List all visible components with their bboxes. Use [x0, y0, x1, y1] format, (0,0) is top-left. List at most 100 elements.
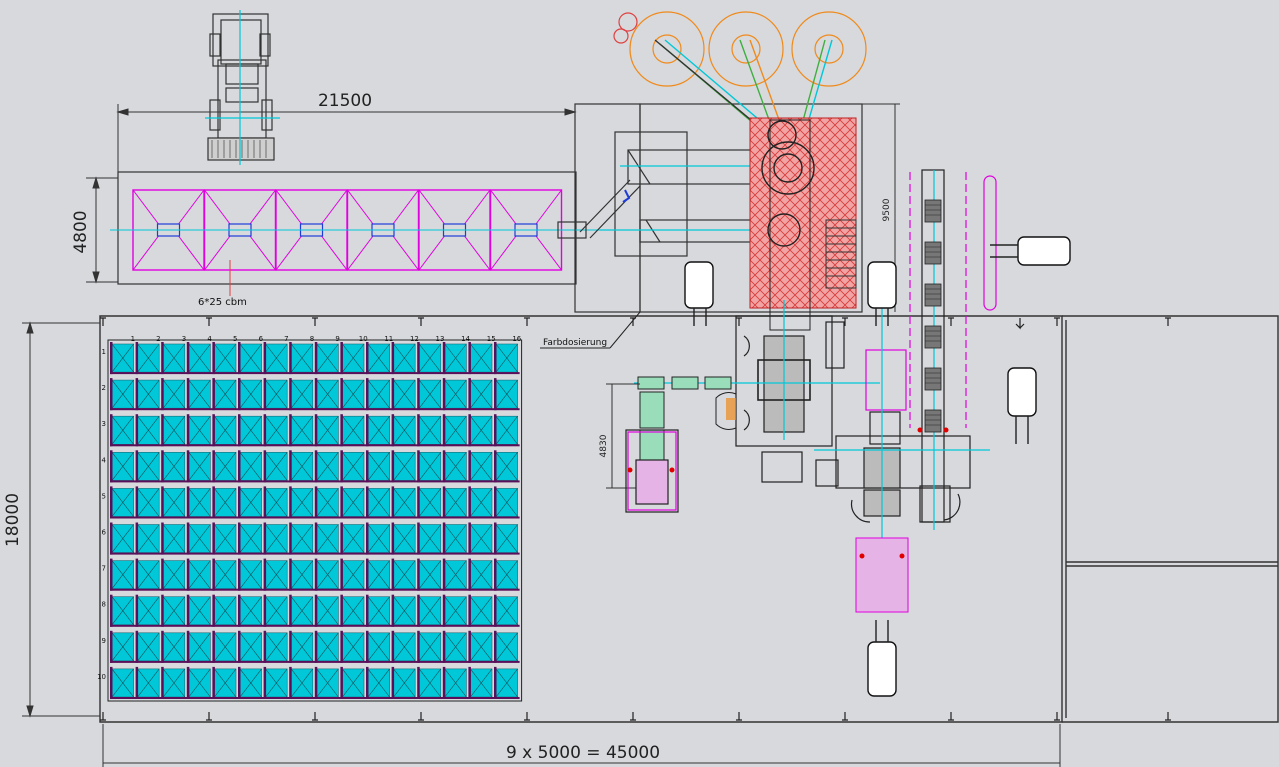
rack-cell — [442, 522, 467, 555]
rack-cell — [442, 666, 467, 699]
column-marker — [312, 317, 318, 721]
rack-cell — [314, 558, 339, 591]
dim-9500-label: 9500 — [882, 198, 892, 221]
rack-cell — [417, 666, 442, 699]
rack-cell — [289, 414, 314, 447]
rack-cell — [417, 378, 442, 411]
turntable — [715, 392, 737, 430]
rack-cell — [494, 414, 518, 447]
rack-row-label: 7 — [102, 565, 106, 573]
rack-cell — [494, 378, 518, 411]
rack-cell — [340, 486, 365, 519]
pallet-conveyor — [637, 376, 732, 467]
rack-cell — [212, 594, 237, 627]
rack-cell — [442, 594, 467, 627]
rack-cell — [161, 594, 186, 627]
rack-cell — [238, 594, 262, 627]
rack-cell — [263, 486, 288, 519]
curing-rack-grid — [107, 339, 523, 702]
rack-cell — [391, 630, 416, 663]
rack-cell — [186, 414, 211, 447]
rack-column-label: 9 — [335, 335, 339, 343]
rack-beam — [110, 480, 520, 483]
rack-cell — [263, 666, 288, 699]
rack-cell — [417, 450, 442, 483]
rack-cell — [161, 558, 186, 591]
rack-cell — [186, 558, 211, 591]
rack-cell — [110, 450, 134, 483]
rack-cell — [494, 558, 518, 591]
rack-cell — [314, 522, 339, 555]
rack-cell — [442, 450, 467, 483]
rack-cell — [366, 414, 390, 447]
rack-cell — [494, 666, 518, 699]
rack-cell — [263, 558, 288, 591]
column-marker — [100, 317, 106, 721]
rack-cell — [417, 594, 442, 627]
rack-cell — [161, 630, 186, 663]
rack-cell — [289, 666, 314, 699]
rack-cell — [110, 522, 134, 555]
rack-cell — [340, 378, 365, 411]
rack-beam — [110, 552, 520, 555]
rack-cell — [161, 522, 186, 555]
rack-cell — [238, 450, 262, 483]
rack-cell — [314, 486, 339, 519]
rack-cell — [263, 378, 288, 411]
rack-cell — [289, 558, 314, 591]
rack-cell — [366, 378, 390, 411]
rack-cell — [161, 666, 186, 699]
magenta-guides — [909, 172, 997, 428]
dim-4830-label: 4830 — [599, 434, 609, 457]
rack-cell — [366, 486, 390, 519]
pallet-stack — [924, 283, 942, 307]
rack-cell — [212, 486, 237, 519]
rack-column-label: 2 — [156, 335, 160, 343]
rack-cell — [212, 414, 237, 447]
rack-cell — [135, 342, 160, 375]
rack-column-label: 13 — [436, 335, 445, 343]
dimension-4830 — [606, 383, 640, 489]
rack-cell — [417, 630, 442, 663]
column-marker — [524, 317, 530, 721]
pallet-stack — [924, 409, 942, 433]
rack-cell — [186, 522, 211, 555]
pallet-stack — [924, 325, 942, 349]
dimension-45000 — [102, 724, 1061, 767]
rack-cell — [110, 342, 134, 375]
rack-cell — [340, 450, 365, 483]
rack-beam — [110, 372, 520, 375]
rack-row-label: 1 — [102, 348, 106, 356]
dimension-4800 — [86, 176, 118, 284]
rack-cell — [110, 378, 134, 411]
pallet-stack — [924, 367, 942, 391]
rack-cell — [238, 414, 262, 447]
rack-cell — [263, 342, 288, 375]
rack-cell — [238, 378, 262, 411]
rack-cell — [366, 558, 390, 591]
rack-cell — [289, 486, 314, 519]
rack-cell — [366, 342, 390, 375]
rack-cell — [442, 630, 467, 663]
rack-cell — [110, 630, 134, 663]
rack-cell — [161, 414, 186, 447]
rack-cell — [289, 522, 314, 555]
color-dosing-leader — [540, 311, 641, 349]
pallet-stack — [924, 199, 942, 223]
rack-beam — [110, 660, 520, 663]
rack-cell — [340, 594, 365, 627]
rack-cell — [391, 558, 416, 591]
rack-cell — [468, 594, 493, 627]
rack-beam — [110, 588, 520, 591]
flow-arrow-icon — [622, 189, 631, 203]
safety-markers — [627, 427, 949, 559]
rack-cell — [263, 630, 288, 663]
vertical-pallet-stacks — [924, 199, 942, 433]
rack-cell — [494, 486, 518, 519]
rack-column-label: 14 — [461, 335, 470, 343]
rack-cell — [468, 522, 493, 555]
rack-cell — [314, 342, 339, 375]
